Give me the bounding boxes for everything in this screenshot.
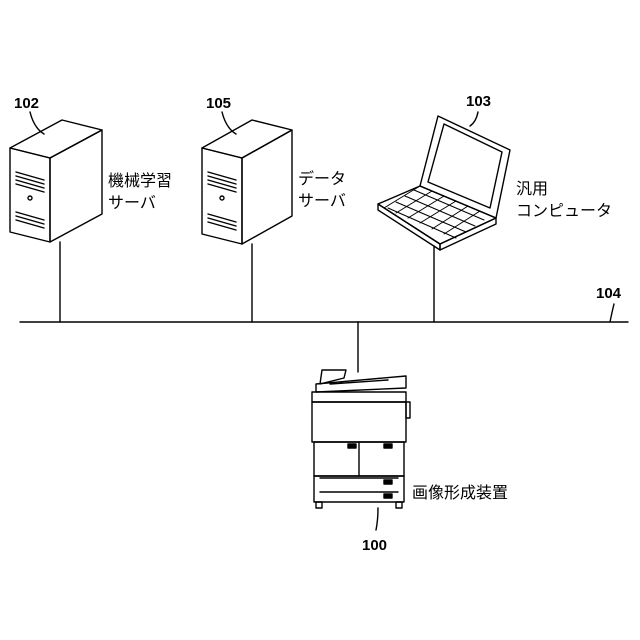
network-leader-line: [610, 304, 614, 322]
computer-leader-line: [470, 112, 478, 126]
laptop-icon: [378, 112, 510, 250]
ml-server-label-line-2: サーバ: [108, 193, 156, 212]
image-forming-number: 100: [362, 537, 387, 554]
printer-leader-line: [376, 508, 378, 530]
ml-server-number: 102: [14, 95, 39, 112]
data-server-label-line-2: サーバ: [298, 191, 346, 210]
data-server-label-line-1: データ: [298, 169, 346, 188]
data-server-number: 105: [206, 95, 231, 112]
computer-number: 103: [466, 93, 491, 110]
network-number: 104: [596, 285, 622, 302]
tower-server-icon: [202, 112, 292, 244]
image-forming-label: 画像形成装置: [412, 483, 508, 502]
ml-server-label-line-1: 機械学習: [108, 171, 172, 190]
tower-server-icon: [10, 112, 102, 242]
computer-label-line-1: 汎用: [516, 179, 548, 198]
multifunction-printer-icon: [312, 370, 410, 530]
computer-label-line-2: コンピュータ: [516, 201, 612, 220]
